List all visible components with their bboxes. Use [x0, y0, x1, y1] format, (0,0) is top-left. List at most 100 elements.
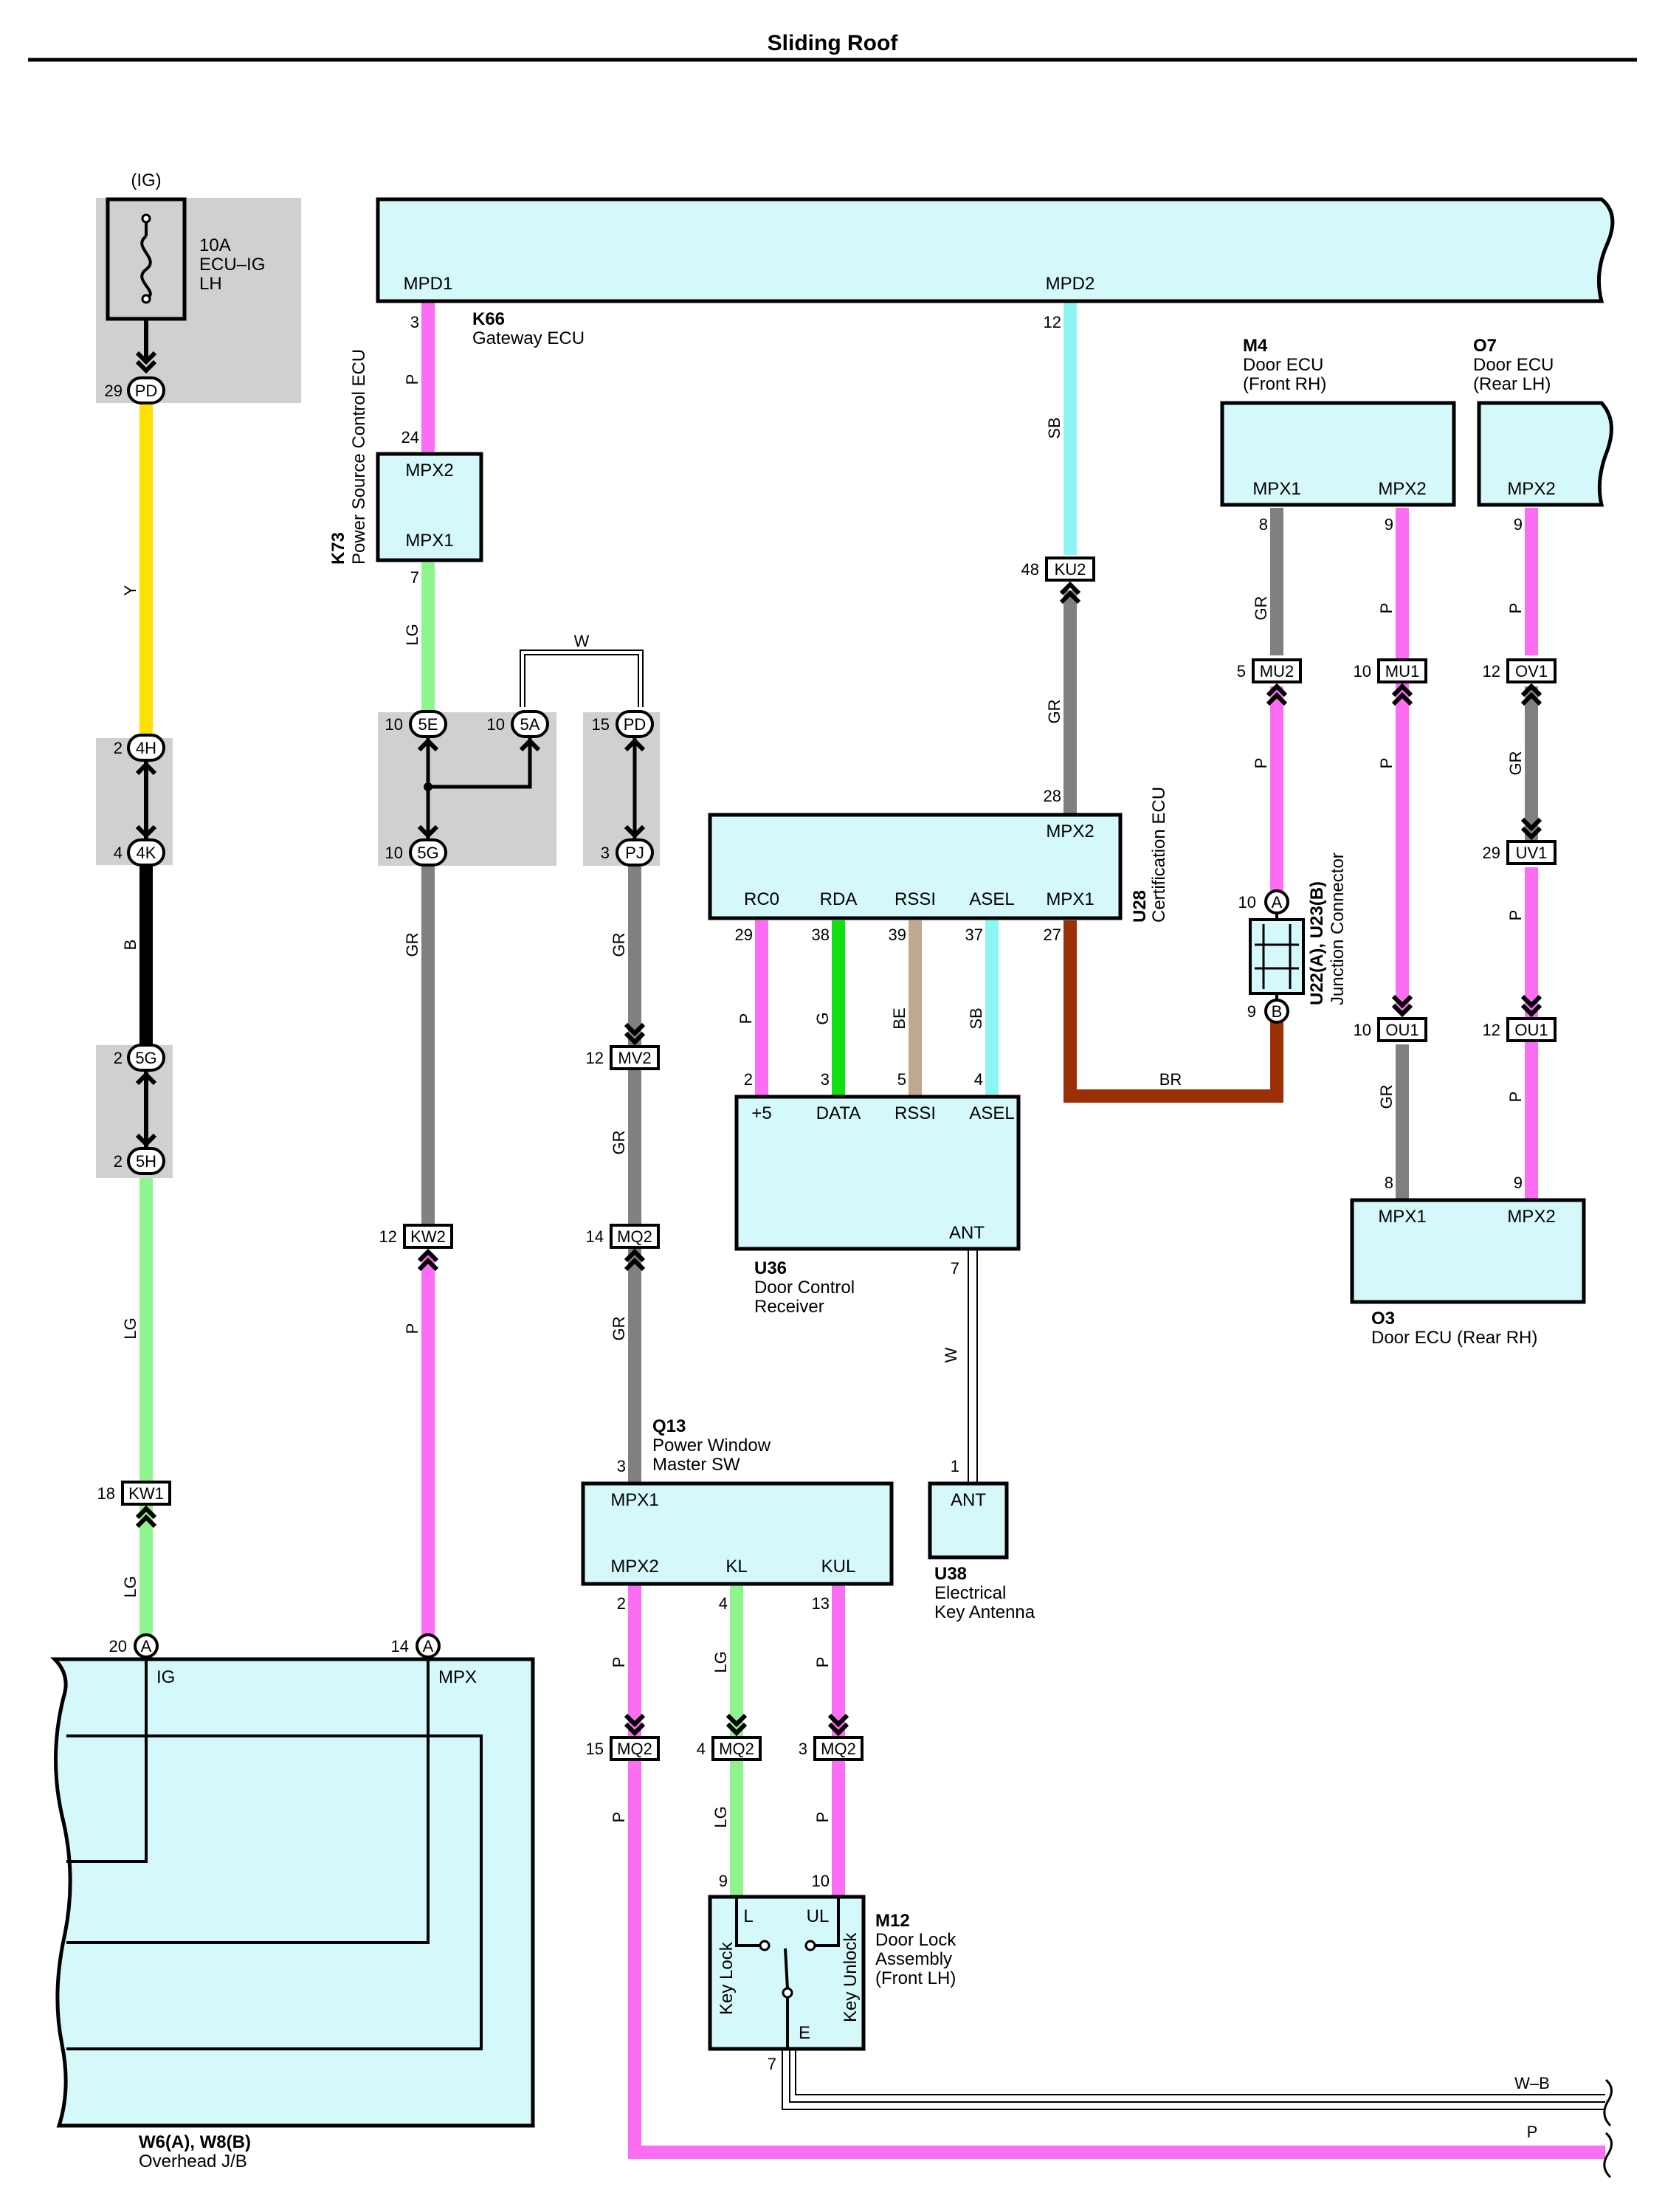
svg-text:OU1: OU1 [1514, 1021, 1548, 1039]
svg-text:5: 5 [897, 1070, 906, 1089]
svg-text:ANT: ANT [949, 1223, 985, 1243]
svg-text:5E: 5E [418, 715, 438, 734]
svg-text:L: L [743, 1906, 753, 1926]
svg-text:RSSI: RSSI [894, 1103, 936, 1123]
chevron-markers [135, 351, 1542, 1737]
svg-text:13: 13 [812, 1594, 830, 1613]
svg-text:LG: LG [711, 1806, 730, 1827]
w6-w8-overhead-jb: A 20 A 14 IG MPX W6(A), W8(B) Overhead J… [49, 1633, 535, 2171]
svg-text:MPX2: MPX2 [1378, 479, 1426, 499]
svg-text:2: 2 [114, 1152, 123, 1171]
svg-text:UV1: UV1 [1516, 844, 1548, 862]
svg-text:PJ: PJ [625, 844, 644, 862]
svg-text:LG: LG [403, 624, 421, 645]
svg-text:Y: Y [121, 585, 139, 596]
svg-text:Door ECU: Door ECU [1243, 355, 1323, 375]
svg-text:5G: 5G [135, 1049, 156, 1067]
svg-text:29: 29 [735, 926, 753, 944]
svg-text:KL: KL [725, 1557, 747, 1577]
svg-text:P: P [1252, 758, 1270, 769]
connector-4h: 4H 2 [114, 734, 165, 762]
connector-mq2-a: MQ2 14 [586, 1224, 660, 1249]
svg-text:9: 9 [1514, 1174, 1523, 1192]
svg-text:GR: GR [610, 933, 628, 957]
svg-text:10: 10 [1354, 1021, 1371, 1039]
wire-br [1064, 920, 1283, 1103]
svg-text:10: 10 [1354, 662, 1371, 681]
connector-mv2: MV2 12 [586, 1045, 660, 1070]
svg-text:ECU–IG: ECU–IG [199, 255, 265, 275]
fuse-block: (IG) 10A ECU–IG LH PD 29 [105, 170, 265, 404]
svg-text:MPX2: MPX2 [1046, 821, 1094, 841]
svg-text:18: 18 [97, 1484, 115, 1503]
svg-text:37: 37 [965, 926, 983, 944]
svg-text:MV2: MV2 [618, 1049, 651, 1067]
svg-text:10: 10 [385, 715, 403, 734]
svg-text:Key Lock: Key Lock [717, 1941, 737, 2015]
svg-text:Q13: Q13 [652, 1416, 686, 1436]
svg-text:29: 29 [105, 382, 123, 400]
svg-text:MQ2: MQ2 [719, 1740, 754, 1758]
connector-ov1: OV1 12 [1483, 658, 1557, 683]
svg-text:LH: LH [199, 274, 222, 294]
connector-pj: PJ 3 [601, 838, 654, 866]
svg-text:Key Unlock: Key Unlock [841, 1932, 861, 2022]
connector-uv1: UV1 29 [1483, 840, 1557, 865]
svg-text:B: B [1272, 1002, 1283, 1021]
svg-text:ASEL: ASEL [969, 889, 1014, 909]
m4-door-ecu-front-rh: MPX1 MPX2 8 9 M4 Door ECU (Front RH) [1220, 336, 1456, 534]
svg-text:MPX2: MPX2 [610, 1557, 658, 1577]
svg-text:10: 10 [1238, 893, 1256, 912]
svg-text:(IG): (IG) [131, 170, 161, 190]
svg-text:PD: PD [624, 715, 647, 734]
svg-text:Master SW: Master SW [652, 1455, 740, 1475]
svg-text:U38: U38 [934, 1564, 967, 1584]
svg-text:MU1: MU1 [1385, 662, 1419, 681]
svg-text:9: 9 [719, 1872, 728, 1890]
svg-text:KUL: KUL [821, 1557, 856, 1577]
svg-text:14: 14 [391, 1637, 409, 1655]
o7-door-ecu-rear-lh: MPX2 9 O7 Door ECU (Rear LH) [1473, 336, 1613, 534]
svg-text:Overhead J/B: Overhead J/B [139, 2151, 247, 2171]
svg-text:GR: GR [1045, 700, 1064, 724]
svg-text:MQ2: MQ2 [617, 1740, 652, 1758]
svg-text:E: E [799, 2023, 810, 2043]
svg-text:KW1: KW1 [128, 1484, 164, 1503]
svg-text:SB: SB [967, 1007, 985, 1029]
svg-text:Door Lock: Door Lock [875, 1930, 956, 1950]
svg-text:(Rear LH): (Rear LH) [1473, 374, 1551, 394]
svg-text:W6(A), W8(B): W6(A), W8(B) [139, 2132, 251, 2152]
connector-ou1-b: OU1 12 [1483, 1017, 1557, 1042]
svg-text:RSSI: RSSI [894, 889, 936, 909]
svg-text:P: P [1506, 1092, 1525, 1103]
svg-text:Receiver: Receiver [754, 1297, 824, 1317]
connector-mu1: MU1 10 [1354, 658, 1427, 683]
svg-text:2: 2 [744, 1070, 753, 1089]
svg-text:Junction Connector: Junction Connector [1328, 852, 1348, 1005]
svg-text:12: 12 [1483, 1021, 1500, 1039]
svg-text:U22(A), U23(B): U22(A), U23(B) [1307, 881, 1327, 1005]
svg-text:Electrical: Electrical [934, 1583, 1006, 1603]
svg-text:K73: K73 [328, 532, 348, 565]
svg-text:Door ECU (Rear RH): Door ECU (Rear RH) [1371, 1328, 1537, 1348]
svg-text:IG: IG [156, 1667, 175, 1687]
svg-text:(Front LH): (Front LH) [875, 1968, 956, 1988]
connector-mq2-d: MQ2 3 [799, 1736, 863, 1761]
inline-connectors: KU2 48 MU2 5 MU1 10 OV1 12 UV1 29 OU1 10 [97, 557, 1557, 1761]
connector-ku2: KU2 48 [1021, 557, 1095, 582]
svg-text:10: 10 [385, 844, 403, 862]
svg-text:GR: GR [1377, 1085, 1396, 1109]
svg-text:B: B [121, 940, 139, 951]
svg-text:MPX2: MPX2 [405, 461, 453, 480]
svg-text:7: 7 [410, 568, 419, 587]
svg-text:4: 4 [974, 1070, 983, 1089]
connector-5g-left: 5G 2 [114, 1044, 165, 1072]
svg-text:15: 15 [586, 1740, 604, 1758]
fuse-icon [140, 235, 152, 300]
svg-text:OV1: OV1 [1515, 662, 1548, 681]
svg-text:RC0: RC0 [744, 889, 779, 909]
svg-text:3: 3 [410, 313, 419, 331]
svg-text:3: 3 [601, 844, 610, 862]
svg-text:GR: GR [1252, 596, 1270, 621]
svg-text:10A: 10A [199, 235, 231, 255]
